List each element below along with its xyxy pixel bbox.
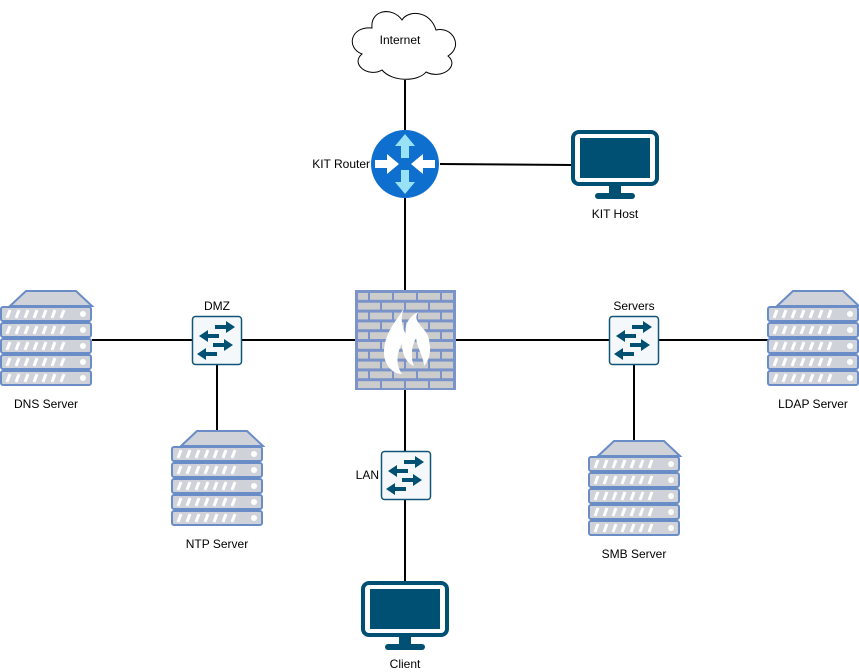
firewall-brick: [370, 312, 392, 320]
firewall-brick: [358, 293, 368, 300]
firewall-brick: [406, 302, 428, 310]
firewall-brick: [406, 342, 428, 349]
monitor-icon: [361, 581, 449, 652]
firewall-brick: [358, 322, 380, 330]
router-arrows: [375, 134, 435, 194]
firewall-brick: [382, 302, 404, 310]
firewall-brick: [394, 312, 416, 320]
firewall-brick: [358, 381, 380, 388]
firewall-brick: [358, 302, 380, 310]
firewall-brick: [394, 293, 416, 300]
firewall-brick: [442, 332, 453, 339]
server-icon: [768, 291, 859, 385]
firewall-brick: [442, 351, 453, 359]
firewall-brick: [370, 293, 392, 300]
servers-switch-node[interactable]: Servers: [608, 299, 660, 366]
firewall-brick: [406, 361, 428, 369]
server-icon: [589, 441, 680, 535]
dmz-label: DMZ: [204, 299, 230, 313]
kit-host-node[interactable]: KIT Host: [571, 130, 659, 221]
firewall-icon: [355, 290, 456, 390]
router-icon: [371, 130, 439, 198]
kit-host-label: KIT Host: [592, 207, 639, 221]
firewall-node[interactable]: [355, 290, 456, 390]
firewall-brick: [406, 381, 428, 388]
firewall-brick: [358, 342, 380, 349]
ldap-server-node[interactable]: LDAP Server: [768, 291, 859, 411]
firewall-brick: [370, 371, 392, 379]
switch-icon: [191, 315, 243, 366]
firewall-brick: [358, 351, 368, 359]
firewall-brick: [442, 293, 453, 300]
firewall-brick: [442, 371, 453, 379]
connections: [92, 80, 768, 582]
ntp-server-label: NTP Server: [186, 537, 248, 551]
firewall-brick: [418, 312, 440, 320]
internet-node[interactable]: Internet: [351, 11, 456, 80]
client-node[interactable]: Client: [361, 581, 449, 671]
firewall-brick: [358, 312, 368, 320]
switch-icon: [380, 450, 432, 501]
ldap-server-label: LDAP Server: [778, 397, 848, 411]
firewall-brick: [382, 381, 404, 388]
servers-label: Servers: [613, 299, 654, 313]
firewall-brick: [394, 371, 416, 379]
firewall-brick: [430, 342, 453, 349]
ntp-server-node[interactable]: NTP Server: [172, 431, 263, 551]
monitor-icon: [571, 130, 659, 201]
switch-icon: [608, 315, 660, 366]
firewall-brick: [418, 293, 440, 300]
dns-server-node[interactable]: DNS Server: [1, 291, 92, 411]
dmz-switch-node[interactable]: DMZ: [191, 299, 243, 366]
firewall-brick: [430, 302, 453, 310]
firewall-brick: [430, 381, 453, 388]
client-label: Client: [390, 657, 421, 671]
kit-router-node[interactable]: KIT Router: [312, 130, 439, 198]
server-icon: [1, 291, 92, 385]
firewall-brick: [370, 351, 392, 359]
firewall-brick: [430, 361, 453, 369]
smb-server-node[interactable]: SMB Server: [589, 441, 680, 561]
kit-router-label: KIT Router: [312, 157, 370, 171]
firewall-brick: [418, 332, 440, 339]
firewall-brick: [442, 312, 453, 320]
cloud-icon: [351, 11, 456, 80]
smb-server-label: SMB Server: [602, 547, 667, 561]
firewall-brick: [358, 332, 368, 339]
edge-router-host: [439, 163, 573, 166]
lan-label: LAN: [356, 468, 379, 482]
firewall-brick: [430, 322, 453, 330]
lan-switch-node[interactable]: LAN: [356, 450, 432, 501]
firewall-brick: [358, 371, 368, 379]
internet-label: Internet: [380, 33, 421, 47]
firewall-brick: [358, 361, 380, 369]
server-icon: [172, 431, 263, 525]
firewall-brick: [418, 371, 440, 379]
firewall-brick: [370, 332, 392, 339]
dns-server-label: DNS Server: [14, 397, 78, 411]
